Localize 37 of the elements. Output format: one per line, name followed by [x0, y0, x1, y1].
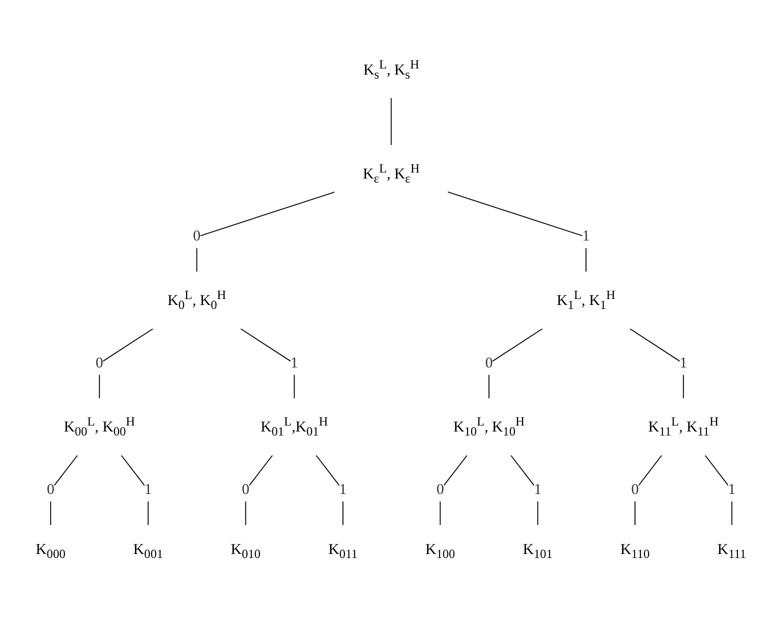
edge-label: 1	[534, 482, 542, 498]
edge-label: 0	[193, 228, 201, 244]
node-text: K$_{011}$	[328, 542, 358, 561]
connector	[245, 454, 273, 526]
edge-label: 0	[436, 482, 444, 498]
connector	[488, 328, 543, 399]
node-text: K$_{100}$	[425, 542, 456, 561]
edge-label: 0	[46, 482, 54, 498]
connector	[50, 454, 78, 526]
edge-label: 1	[582, 228, 590, 244]
edge-label: 0	[96, 355, 104, 372]
node-text: K$_{010}$	[230, 542, 261, 561]
connector	[316, 454, 344, 526]
connector	[447, 192, 586, 272]
node-text: K$_{001}$	[133, 542, 164, 561]
edge-label: 1	[728, 482, 736, 498]
connector	[704, 454, 732, 526]
node-text: K$_{110}$	[620, 542, 650, 561]
connector	[440, 454, 468, 526]
connector	[240, 328, 295, 399]
edge-label: 1	[339, 482, 347, 498]
connector	[196, 192, 336, 272]
edge-label: 0	[242, 482, 250, 498]
connector	[510, 454, 538, 526]
edge-label: 0	[485, 355, 493, 372]
edge-label: 1	[680, 355, 688, 372]
connector	[634, 454, 662, 526]
connector	[98, 328, 154, 399]
node-text: K$_{000}$	[36, 542, 66, 561]
edge-label: 1	[144, 482, 152, 498]
connector	[120, 454, 149, 526]
edge-label: 1	[290, 355, 298, 372]
connector	[629, 328, 684, 399]
node-text: K$_{111}$	[717, 542, 746, 561]
node-text: K$_{101}$	[522, 542, 553, 561]
connector	[390, 98, 392, 146]
edge-label: 0	[631, 482, 639, 498]
